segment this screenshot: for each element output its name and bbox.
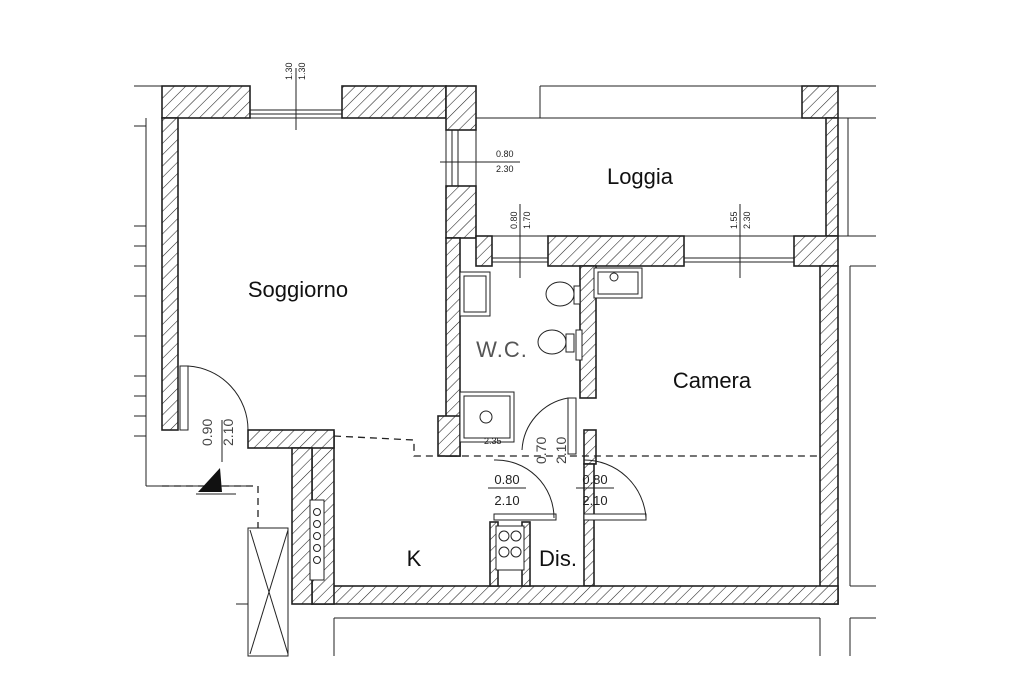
dim-camera-window-w: 1.55 (729, 211, 739, 229)
wall-entry-top (247, 429, 335, 449)
dim-top-window-a: 1.30 (284, 62, 294, 80)
wall-wc-top-right (547, 235, 685, 267)
room-loggia: Loggia (607, 164, 674, 189)
wall-loggia-right (825, 117, 839, 237)
dashed-lines (162, 435, 820, 528)
dim-camera-door-w: 0.80 (582, 472, 607, 487)
dim-k-door-h: 2.10 (494, 493, 519, 508)
dim-wc-door-h: 2.10 (553, 437, 569, 464)
dim-camera-window-h: 2.30 (742, 211, 752, 229)
dim-loggia-door-h: 2.30 (496, 164, 514, 174)
dim-loggia-door-w: 0.80 (496, 149, 514, 159)
dim-wc-window-h: 1.70 (522, 211, 532, 229)
room-kitchen: K (407, 546, 422, 571)
wall-wc-top-left (475, 235, 493, 267)
room-camera: Camera (673, 368, 752, 393)
room-soggiorno: Soggiorno (248, 277, 348, 302)
wall-camera-top-right (793, 235, 839, 267)
lower-shaft (247, 527, 289, 657)
wall-wc-camera-low (583, 429, 597, 465)
dimension-leaders (221, 68, 741, 489)
wall-camera-right (819, 265, 839, 605)
toilet (545, 281, 575, 307)
walls (161, 85, 839, 657)
room-wc: W.C. (476, 337, 528, 362)
openings (134, 85, 876, 656)
wall-top-mid (341, 85, 447, 119)
wall-wc-bottom (437, 415, 461, 457)
wall-soggiorno-loggia-bottom (445, 185, 477, 239)
dim-wc-window-w: 0.80 (509, 211, 519, 229)
wall-soggiorno-loggia-top (445, 85, 477, 131)
dim-shower: 2.35 (484, 436, 502, 446)
wc-fixtures (196, 267, 643, 655)
bidet (537, 329, 567, 355)
wall-left (161, 117, 179, 431)
wall-bottom (311, 585, 839, 605)
doors (179, 365, 647, 521)
wall-loggia-right-top (801, 85, 839, 119)
dim-camera-door-h: 2.10 (582, 493, 607, 508)
dim-entry-door-h: 2.10 (220, 419, 236, 446)
room-dis: Dis. (539, 546, 577, 571)
wall-entry-right (291, 447, 313, 605)
dim-k-door-w: 0.80 (494, 472, 519, 487)
dim-wc-door-w: 0.70 (533, 437, 549, 464)
dim-top-window-b: 1.30 (297, 62, 307, 80)
wall-top-left (161, 85, 251, 119)
dim-entry-door-w: 0.90 (199, 419, 215, 446)
